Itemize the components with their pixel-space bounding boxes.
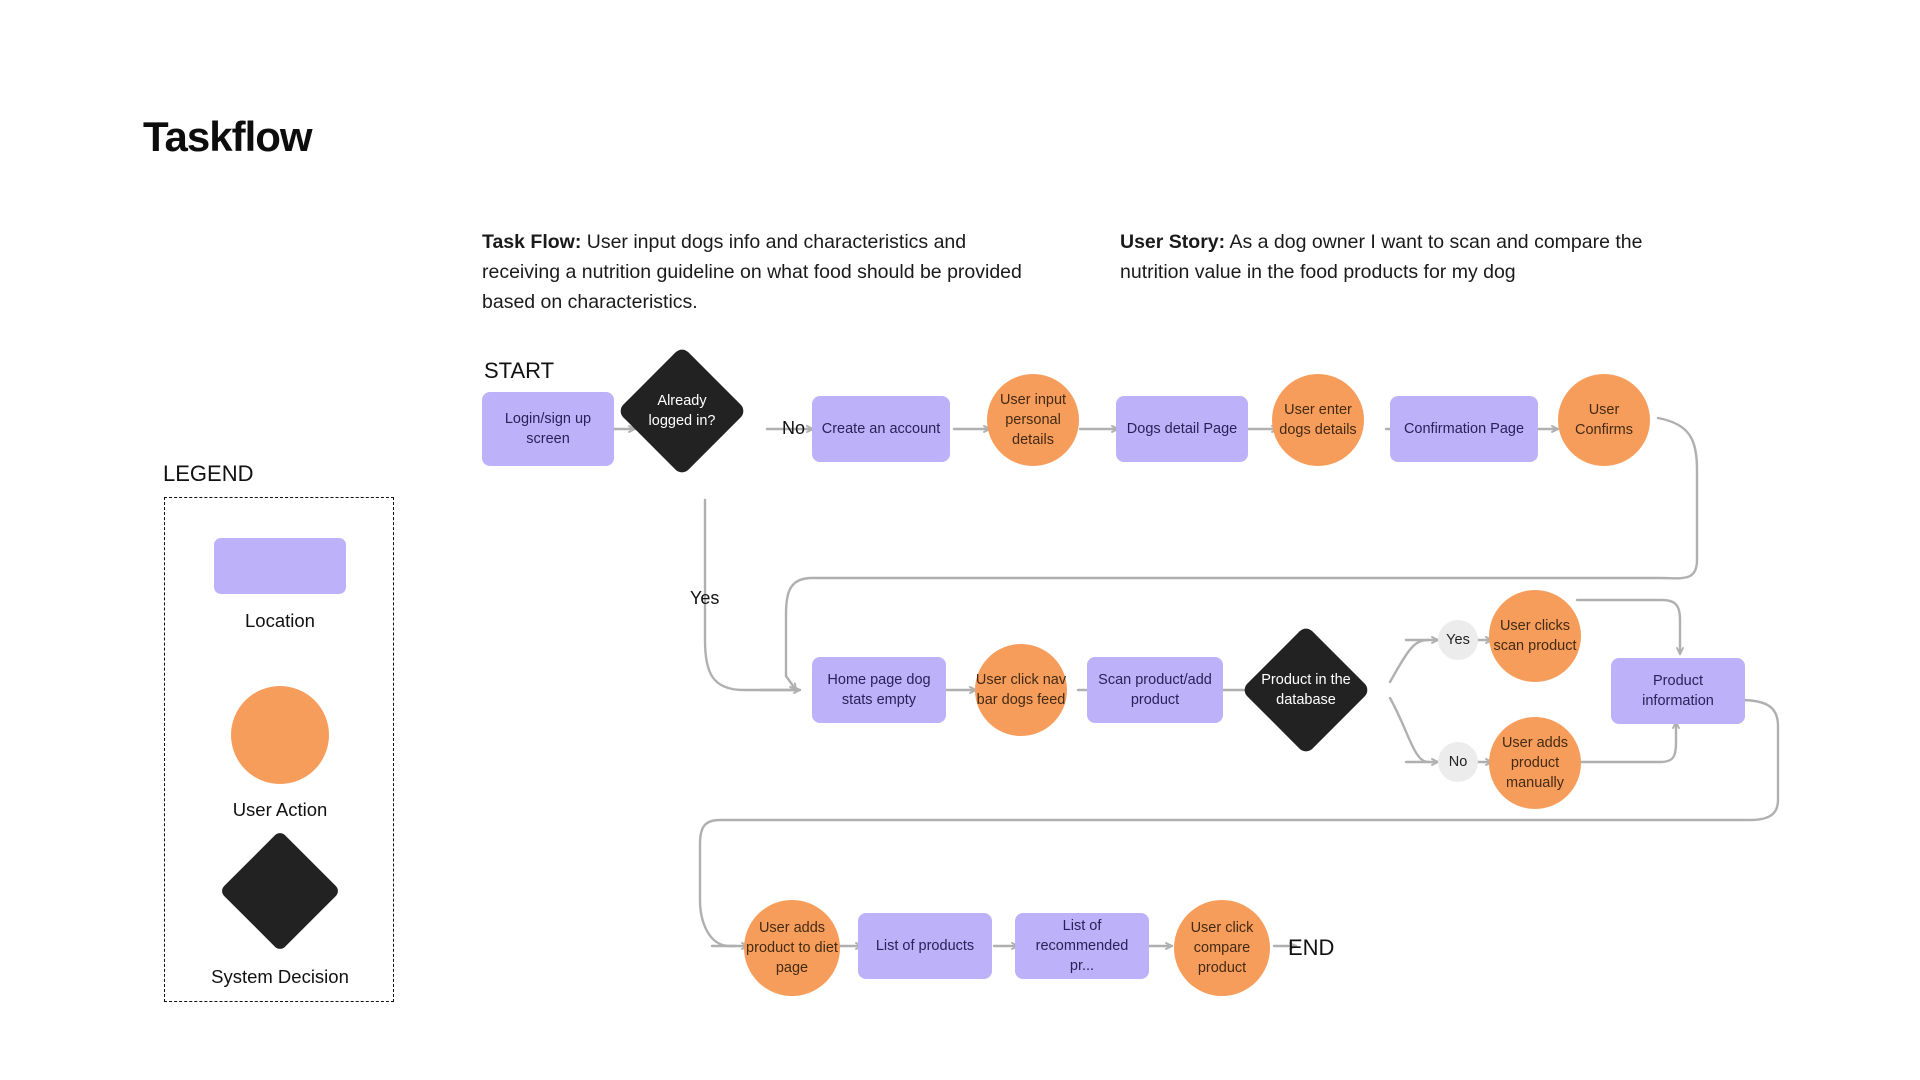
node-user-adds-product-manually[interactable]: User adds product manually — [1489, 717, 1581, 809]
node-label: List of recommended pr... — [1035, 918, 1129, 974]
legend-label-user-action: User Action — [232, 799, 328, 820]
node-scan-product-add-product[interactable]: Scan product/add product — [1087, 657, 1223, 723]
node-home-page-dog-stats-empty[interactable]: Home page dog stats empty — [812, 657, 946, 723]
node-user-confirms[interactable]: User Confirms — [1558, 374, 1650, 466]
node-user-input-personal-details[interactable]: User input personal details — [987, 374, 1079, 466]
node-label: Confirmation Page — [1403, 421, 1525, 437]
node-confirmation-page[interactable]: Confirmation Page — [1390, 396, 1538, 462]
page-title: Taskflow — [143, 113, 313, 160]
legend-swatch-user-action — [231, 686, 329, 784]
node-label: User adds product manually — [1501, 735, 1569, 791]
legend-title: LEGEND — [163, 461, 254, 486]
node-label: Home page dog stats empty — [827, 672, 931, 708]
user-story-label: User Story: — [1120, 231, 1226, 253]
node-label: User adds product to diet page — [746, 920, 838, 976]
node-label: Dogs detail Page — [1126, 421, 1238, 437]
legend-label-location: Location — [245, 610, 315, 631]
edge-pill-in-db-no: No — [1438, 742, 1478, 782]
node-list-of-recommended-products[interactable]: List of recommended pr... — [1015, 913, 1149, 979]
node-user-click-nav-bar-dogs-feed[interactable]: User click nav bar dogs feed — [975, 644, 1067, 736]
node-label: Product information — [1642, 673, 1714, 709]
task-flow-label: Task Flow: — [482, 231, 582, 253]
node-login-signup-screen[interactable]: Login/sign up screen — [482, 392, 614, 466]
legend-label-system-decision: System Decision — [211, 966, 349, 987]
node-label: Scan product/add product — [1098, 672, 1212, 708]
node-label: User input personal details — [999, 392, 1067, 448]
node-user-adds-product-to-diet-page[interactable]: User adds product to diet page — [744, 900, 840, 996]
end-label: END — [1288, 935, 1335, 960]
node-label: User enter dogs details — [1279, 402, 1357, 438]
node-label: Create an account — [821, 421, 941, 437]
node-label: Already logged in? — [648, 393, 716, 429]
node-label: User click compare product — [1190, 920, 1254, 976]
node-label: User clicks scan product — [1493, 618, 1577, 654]
edge-label-logged-in-no: No — [782, 418, 806, 438]
node-user-enter-dogs-details[interactable]: User enter dogs details — [1272, 374, 1364, 466]
node-list-of-products[interactable]: List of products — [858, 913, 992, 979]
node-user-click-compare-product[interactable]: User click compare product — [1174, 900, 1270, 996]
legend-box: Location User Action System Decision — [164, 497, 394, 1002]
legend-item-system-decision: System Decision — [165, 828, 395, 988]
user-story-text: As a dog owner I want to scan and compar… — [1120, 231, 1643, 283]
node-dogs-detail-page[interactable]: Dogs detail Page — [1116, 396, 1248, 462]
user-story-description: User Story: As a dog owner I want to sca… — [1120, 227, 1700, 287]
task-flow-text: User input dogs info and characteristics… — [482, 231, 1022, 313]
edge-label-logged-in-yes: Yes — [690, 588, 720, 608]
node-create-an-account[interactable]: Create an account — [812, 396, 950, 462]
node-label: List of products — [875, 938, 975, 954]
legend-item-user-action: User Action — [165, 686, 395, 821]
node-product-information[interactable]: Product information — [1611, 658, 1745, 724]
node-user-clicks-scan-product[interactable]: User clicks scan product — [1489, 590, 1581, 682]
node-label: Login/sign up screen — [504, 411, 592, 447]
task-flow-description: Task Flow: User input dogs info and char… — [482, 227, 1042, 317]
edge-pill-in-db-yes: Yes — [1438, 620, 1478, 660]
start-label: START — [484, 358, 555, 383]
legend-swatch-location — [214, 538, 346, 594]
node-label: Product in the database — [1261, 672, 1351, 708]
legend-item-location: Location — [165, 538, 395, 632]
node-label: User click nav bar dogs feed — [975, 672, 1067, 708]
node-label: User Confirms — [1574, 402, 1633, 438]
